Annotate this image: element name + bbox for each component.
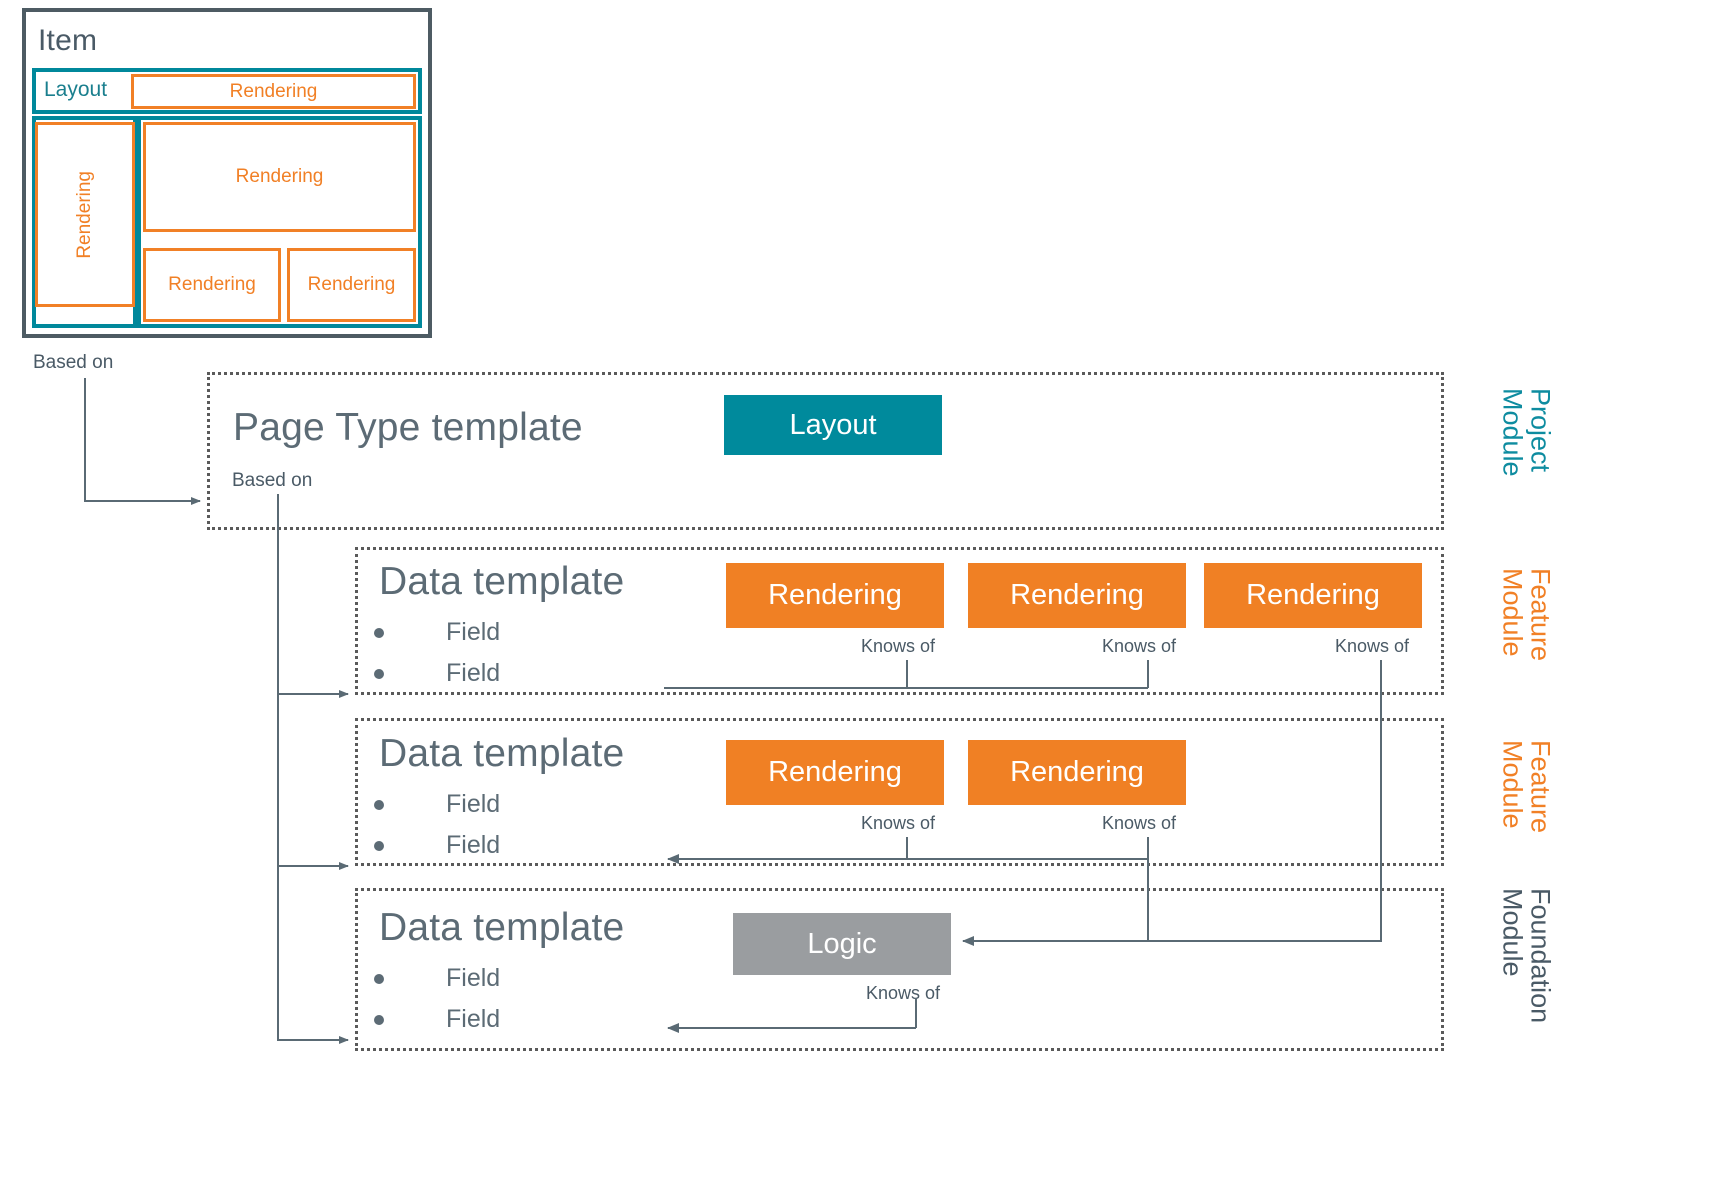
- item-rendering-small-1: Rendering: [143, 248, 281, 322]
- rendering-box-f1-3[interactable]: Rendering: [1204, 563, 1422, 628]
- rendering-box-label: Rendering: [768, 756, 902, 788]
- foundation-module-label: Foundation Module: [1497, 888, 1556, 1024]
- item-rendering-small-2-label: Rendering: [307, 274, 396, 295]
- logic-box-label: Logic: [807, 927, 877, 960]
- field-label: Field: [446, 1005, 501, 1033]
- based-on-label-page-type: Based on: [232, 470, 313, 491]
- bullet-icon: [374, 1014, 384, 1025]
- bullet-icon: [374, 668, 384, 679]
- item-rendering-small-1-label: Rendering: [168, 274, 256, 295]
- page-type-template-heading: Page Type template: [233, 406, 583, 449]
- item-rendering-small-2: Rendering: [287, 248, 416, 322]
- based-on-label-item: Based on: [33, 352, 114, 373]
- field-label: Field: [446, 659, 501, 687]
- field-label: Field: [446, 790, 501, 818]
- field-label: Field: [446, 618, 501, 646]
- item-rendering-top-label: Rendering: [229, 80, 318, 102]
- data-template-1-field-list: Field Field: [374, 612, 500, 694]
- wire-page-type-to-dt2: [277, 494, 349, 870]
- data-template-2-heading: Data template: [379, 732, 625, 775]
- rendering-box-f2-1[interactable]: Rendering: [726, 740, 944, 805]
- item-layout-label: Layout: [44, 78, 108, 101]
- project-module-label: Project Module: [1497, 388, 1556, 477]
- item-rendering-main-label: Rendering: [235, 166, 324, 187]
- item-title: Item: [38, 24, 98, 57]
- field-label: Field: [446, 831, 501, 859]
- field-list-item: Field: [374, 958, 500, 999]
- item-rendering-main: Rendering: [143, 122, 416, 232]
- bullet-icon: [374, 627, 384, 638]
- field-list-item: Field: [374, 784, 500, 825]
- project-module-frame: [207, 372, 1444, 530]
- feature-module-2-label: Feature Module: [1497, 740, 1556, 834]
- wire-item-to-page-type: [84, 378, 201, 505]
- data-template-1-heading: Data template: [379, 560, 625, 603]
- field-list-item: Field: [374, 653, 500, 694]
- feature-module-1-frame: [355, 547, 1444, 695]
- rendering-box-label: Rendering: [1246, 579, 1380, 611]
- rendering-box-label: Rendering: [1010, 579, 1144, 611]
- rendering-box-f1-1[interactable]: Rendering: [726, 563, 944, 628]
- layout-box-label: Layout: [789, 408, 877, 441]
- item-rendering-top: Rendering: [131, 74, 416, 109]
- knows-of-label-f2-2: Knows of: [1102, 813, 1177, 833]
- bullet-icon: [374, 799, 384, 810]
- field-list-item: Field: [374, 825, 500, 866]
- data-template-3-field-list: Field Field: [374, 958, 500, 1040]
- knows-of-label-f2-1: Knows of: [861, 813, 936, 833]
- wire-page-type-to-dt3: [277, 494, 349, 1044]
- foundation-module-frame: [355, 888, 1444, 1051]
- data-template-2-field-list: Field Field: [374, 784, 500, 866]
- item-rendering-vertical-label: Rendering: [74, 170, 95, 259]
- rendering-box-f2-2[interactable]: Rendering: [968, 740, 1186, 805]
- field-label: Field: [446, 964, 501, 992]
- knows-of-label-foundation-1: Knows of: [866, 983, 941, 1003]
- field-list-item: Field: [374, 999, 500, 1040]
- bullet-icon: [374, 973, 384, 984]
- feature-module-2-frame: [355, 718, 1444, 866]
- data-template-3-heading: Data template: [379, 906, 625, 949]
- bullet-icon: [374, 840, 384, 851]
- logic-box[interactable]: Logic: [733, 913, 951, 975]
- layout-box[interactable]: Layout: [724, 395, 942, 455]
- rendering-box-label: Rendering: [1010, 756, 1144, 788]
- item-rendering-vertical: Rendering: [35, 122, 135, 307]
- feature-module-1-label: Feature Module: [1497, 568, 1556, 662]
- knows-of-label-f1-3: Knows of: [1335, 636, 1410, 656]
- rendering-box-f1-2[interactable]: Rendering: [968, 563, 1186, 628]
- rendering-box-label: Rendering: [768, 579, 902, 611]
- knows-of-label-f1-2: Knows of: [1102, 636, 1177, 656]
- field-list-item: Field: [374, 612, 500, 653]
- knows-of-label-f1-1: Knows of: [861, 636, 936, 656]
